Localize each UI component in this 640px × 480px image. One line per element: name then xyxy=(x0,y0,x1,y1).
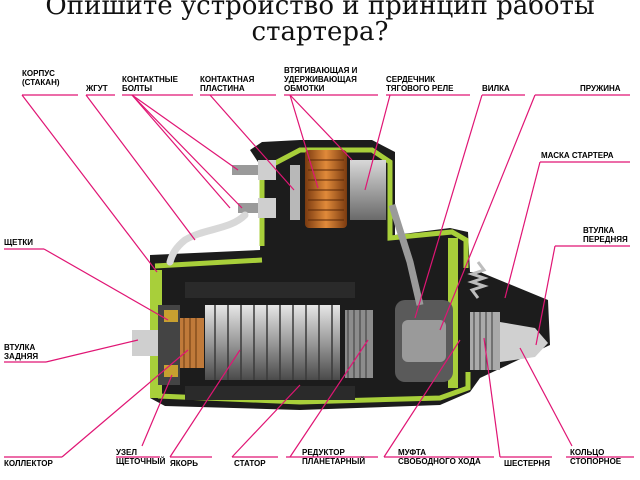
label-kontaktnye-bolty: КОНТАКТНЫЕ БОЛТЫ xyxy=(122,75,178,93)
label-shchetki: ЩЕТКИ xyxy=(4,238,34,247)
leader-mufta xyxy=(383,339,461,458)
shift-fork xyxy=(388,203,424,306)
starter-illustration xyxy=(132,140,550,410)
leader-shesternya xyxy=(483,337,501,458)
leader-pruzhina xyxy=(439,94,536,331)
label-vtulka-perednyaya: ВТУЛКА ПЕРЕДНЯЯ xyxy=(583,226,628,244)
label-korpus: КОРПУС (СТАКАН) xyxy=(22,69,60,87)
leader-vtulka-perednyaya xyxy=(535,245,556,346)
leader-zhgut xyxy=(85,94,196,241)
contact-bolt-upper-nut xyxy=(258,160,276,180)
coil-turns xyxy=(308,159,344,221)
clutch-ring xyxy=(402,320,446,362)
brush-bottom xyxy=(164,365,178,377)
label-stator: СТАТОР xyxy=(234,459,266,468)
leader-stator xyxy=(231,384,301,458)
label-reduktor: РЕДУКТОР ПЛАНЕТАРНЫЙ xyxy=(302,448,366,466)
stator-upper xyxy=(185,282,355,298)
leader-bolty-1 xyxy=(131,94,239,171)
label-rules xyxy=(4,94,634,458)
title-line-2: стартера? xyxy=(251,17,389,47)
front-nose xyxy=(500,322,548,362)
wire-harness xyxy=(166,211,249,266)
leader-koltso xyxy=(519,347,573,447)
spring xyxy=(467,261,489,299)
contact-bolt-lower-nut xyxy=(258,198,276,218)
label-shesternya: ШЕСТЕРНЯ xyxy=(504,459,551,468)
contact-bolt-lower xyxy=(238,203,262,213)
contact-plate xyxy=(290,165,300,220)
leader-uzel xyxy=(141,374,173,447)
page-title: Опишите устройство и принцип работы стар… xyxy=(0,0,640,45)
label-kontaktnaya-plastina: КОНТАКТНАЯ ПЛАСТИНА xyxy=(200,75,255,93)
leader-vilka xyxy=(414,94,483,319)
title-line-1: Опишите устройство и принцип работы xyxy=(45,0,595,21)
solenoid-coil xyxy=(305,150,347,228)
stator-lower xyxy=(185,386,355,400)
brush-top xyxy=(164,310,178,322)
label-yakor: ЯКОРЬ xyxy=(170,459,198,468)
leader-korpus xyxy=(21,94,158,273)
leader-maska xyxy=(504,161,541,299)
leader-plastina xyxy=(209,94,295,191)
leader-obmotki-2 xyxy=(289,94,353,161)
leader-bolty-3 xyxy=(131,94,231,209)
label-koltso: КОЛЬЦО СТОПОРНОЕ xyxy=(570,448,622,466)
leader-kollektor xyxy=(61,349,189,458)
label-zhgut: ЖГУТ xyxy=(86,84,108,93)
leader-bolty-2 xyxy=(131,94,243,209)
pinion-teeth xyxy=(473,312,493,370)
commutator-bars xyxy=(183,318,197,368)
label-mufta: МУФТА СВОБОДНОГО ХОДА xyxy=(398,448,481,466)
leader-yakor xyxy=(169,349,241,458)
label-maska: МАСКА СТАРТЕРА xyxy=(541,151,614,160)
contact-bolt-upper xyxy=(232,165,260,175)
label-pruzhina: ПРУЖИНА xyxy=(580,84,621,93)
label-uzel: УЗЕЛ ЩЕТОЧНЫЙ xyxy=(116,448,166,466)
leader-reduktor xyxy=(289,339,369,458)
label-serdechnik: СЕРДЕЧНИК ТЯГОВОГО РЕЛЕ xyxy=(386,75,454,93)
leader-serdechnik xyxy=(364,94,391,191)
label-kollektor: КОЛЛЕКТОР xyxy=(4,459,53,468)
leader-vtulka-zadnyaya xyxy=(45,339,139,363)
label-vtulka-zadnyaya: ВТУЛКА ЗАДНЯЯ xyxy=(4,343,39,361)
leader-shchetki xyxy=(43,248,169,321)
label-vilka: ВИЛКА xyxy=(482,84,510,93)
label-obmotki: ВТЯГИВАЮЩАЯ И УДЕРЖИВАЮЩАЯ ОБМОТКИ xyxy=(284,66,358,93)
leader-obmotki-1 xyxy=(289,94,319,189)
leader-lines xyxy=(21,94,573,458)
solenoid-core xyxy=(350,160,386,220)
rear-bushing xyxy=(132,330,158,356)
